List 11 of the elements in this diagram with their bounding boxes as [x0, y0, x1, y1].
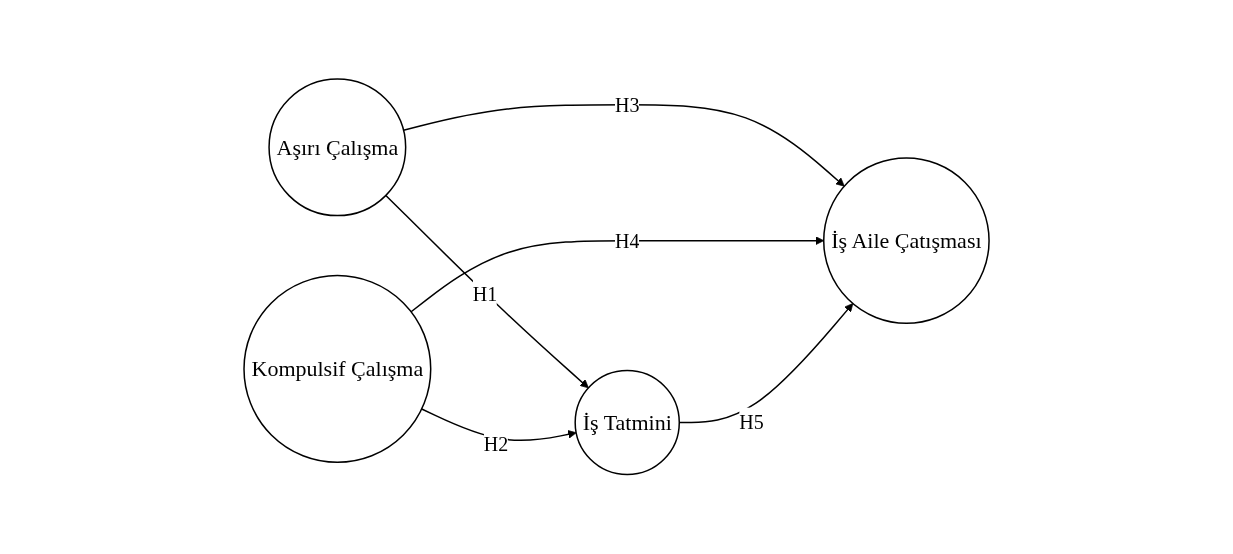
arrow	[402, 104, 845, 187]
node-circle: Aşırı Çalışma	[268, 78, 407, 217]
node-circle: Kompulsif Çalışma	[243, 275, 432, 464]
edge-label: H1	[472, 283, 498, 306]
edge-label: H3	[614, 94, 640, 117]
arrow	[385, 194, 589, 389]
edge-label: H4	[614, 229, 640, 252]
edge-label: H5	[739, 411, 764, 434]
node-circle: İş Aile Çatışması	[822, 157, 990, 325]
node-circle: İş Tatmini	[574, 369, 680, 476]
edge-label: H2	[483, 433, 509, 456]
